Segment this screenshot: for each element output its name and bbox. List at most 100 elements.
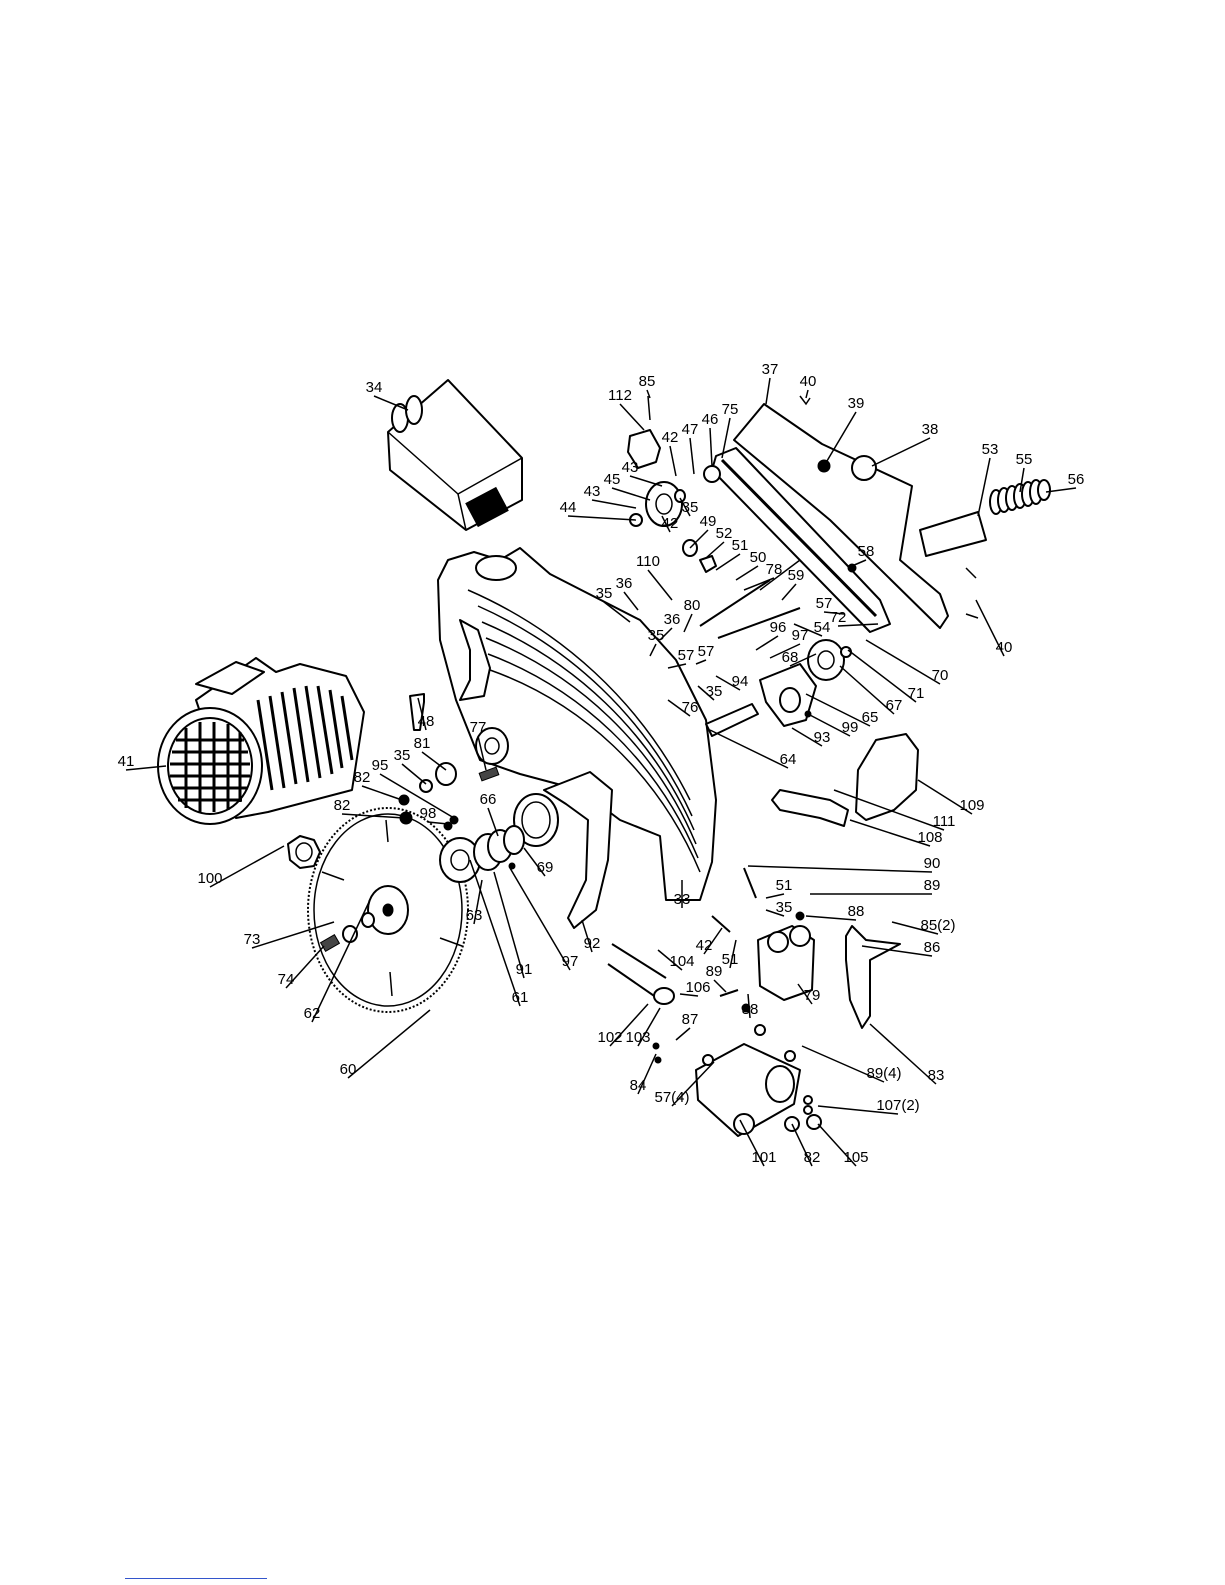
part-label-86: 86 — [924, 939, 941, 956]
leader-line — [379, 773, 455, 819]
part-label-66: 66 — [480, 791, 497, 808]
part-label-73: 73 — [244, 931, 261, 948]
leader-line — [793, 623, 823, 637]
leader-line — [713, 979, 727, 993]
leader-line — [646, 389, 651, 399]
part-label-80: 80 — [684, 597, 701, 614]
leader-line — [715, 553, 741, 571]
part-label-98: 98 — [420, 805, 437, 822]
part-label-82: 82 — [804, 1149, 821, 1166]
leader-line — [473, 879, 483, 925]
part-label-82: 82 — [354, 769, 371, 786]
part-label-67: 67 — [886, 697, 903, 714]
part-label-35: 35 — [706, 683, 723, 700]
part-label-105: 105 — [843, 1149, 868, 1166]
leader-line — [493, 871, 525, 979]
leader-line — [619, 403, 645, 431]
part-label-81: 81 — [414, 735, 431, 752]
part-label-53: 53 — [982, 441, 999, 458]
leader-line — [865, 639, 941, 685]
motor — [157, 657, 365, 825]
leader-line — [861, 945, 933, 957]
leader-line — [847, 649, 917, 703]
leader-line — [523, 847, 546, 877]
leader-line — [755, 635, 779, 651]
part-label-65: 65 — [862, 709, 879, 726]
leader-line — [683, 613, 693, 633]
leader-line — [649, 643, 657, 657]
part-label-63: 63 — [466, 907, 483, 924]
part-label-39: 39 — [848, 395, 865, 412]
part-label-77: 77 — [470, 719, 487, 736]
leader-line — [807, 713, 851, 737]
leader-line — [797, 983, 813, 1005]
part-label-61: 61 — [512, 989, 529, 1006]
leader-line — [427, 821, 449, 825]
part-label-97: 97 — [792, 627, 809, 644]
part-label-104: 104 — [669, 953, 694, 970]
part-label-111: 111 — [933, 813, 956, 830]
leader-line — [209, 845, 285, 888]
lower-rods — [607, 867, 757, 1005]
leader-line — [747, 865, 933, 873]
part-label-34: 34 — [366, 379, 383, 396]
leader-line — [789, 653, 817, 667]
footer-rule — [125, 1578, 267, 1579]
leader-line — [765, 893, 785, 899]
leader-line — [591, 499, 637, 509]
part-label-48: 48 — [418, 713, 435, 730]
leader-line — [703, 927, 723, 955]
leader-line — [667, 663, 687, 669]
leader-line — [805, 693, 871, 727]
base-bracket — [757, 925, 815, 1001]
part-label-894: 89(4) — [866, 1065, 901, 1082]
leader-line — [661, 515, 671, 533]
leader-line — [709, 729, 789, 769]
leader-line — [373, 395, 409, 411]
part-label-62: 62 — [304, 1005, 321, 1022]
part-label-51: 51 — [776, 877, 793, 894]
leader-line — [705, 541, 725, 559]
leader-line — [697, 685, 715, 701]
part-label-38: 38 — [922, 421, 939, 438]
part-label-52: 52 — [716, 525, 733, 542]
part-label-78: 78 — [766, 561, 783, 578]
part-label-75: 75 — [722, 401, 739, 418]
leader-lines — [125, 377, 1077, 1167]
part-label-90: 90 — [924, 855, 941, 872]
part-label-99: 99 — [842, 719, 859, 736]
part-label-50: 50 — [750, 549, 767, 566]
lower-pulley — [705, 639, 852, 737]
leader-line — [689, 529, 709, 549]
part-label-57: 57 — [678, 647, 695, 664]
part-label-46: 46 — [702, 411, 719, 428]
leader-line — [871, 437, 931, 467]
leader-line — [791, 1123, 813, 1167]
leader-line — [477, 735, 487, 771]
part-label-87: 87 — [682, 1011, 699, 1028]
part-label-60: 60 — [340, 1061, 357, 1078]
part-label-852: 85(2) — [920, 917, 955, 934]
leader-line — [801, 1045, 885, 1083]
leader-line — [611, 487, 651, 501]
arm-housing — [437, 547, 717, 901]
fan-grille — [170, 722, 250, 812]
part-label-92: 92 — [584, 935, 601, 952]
lower-fence — [845, 925, 901, 1029]
leader-line — [817, 1123, 857, 1167]
leader-line — [975, 599, 1005, 657]
leader-line — [823, 611, 845, 615]
leader-line — [361, 785, 403, 801]
part-label-91: 91 — [516, 961, 533, 978]
part-label-71: 71 — [908, 685, 925, 702]
part-label-33: 33 — [674, 891, 691, 908]
lower-hardware — [652, 911, 822, 1132]
leader-line — [695, 659, 707, 665]
leader-line — [401, 763, 427, 785]
leader-line — [1045, 487, 1077, 493]
part-label-79: 79 — [804, 987, 821, 1004]
leader-line — [679, 993, 699, 997]
part-label-101: 101 — [751, 1149, 776, 1166]
part-label-43: 43 — [584, 483, 601, 500]
